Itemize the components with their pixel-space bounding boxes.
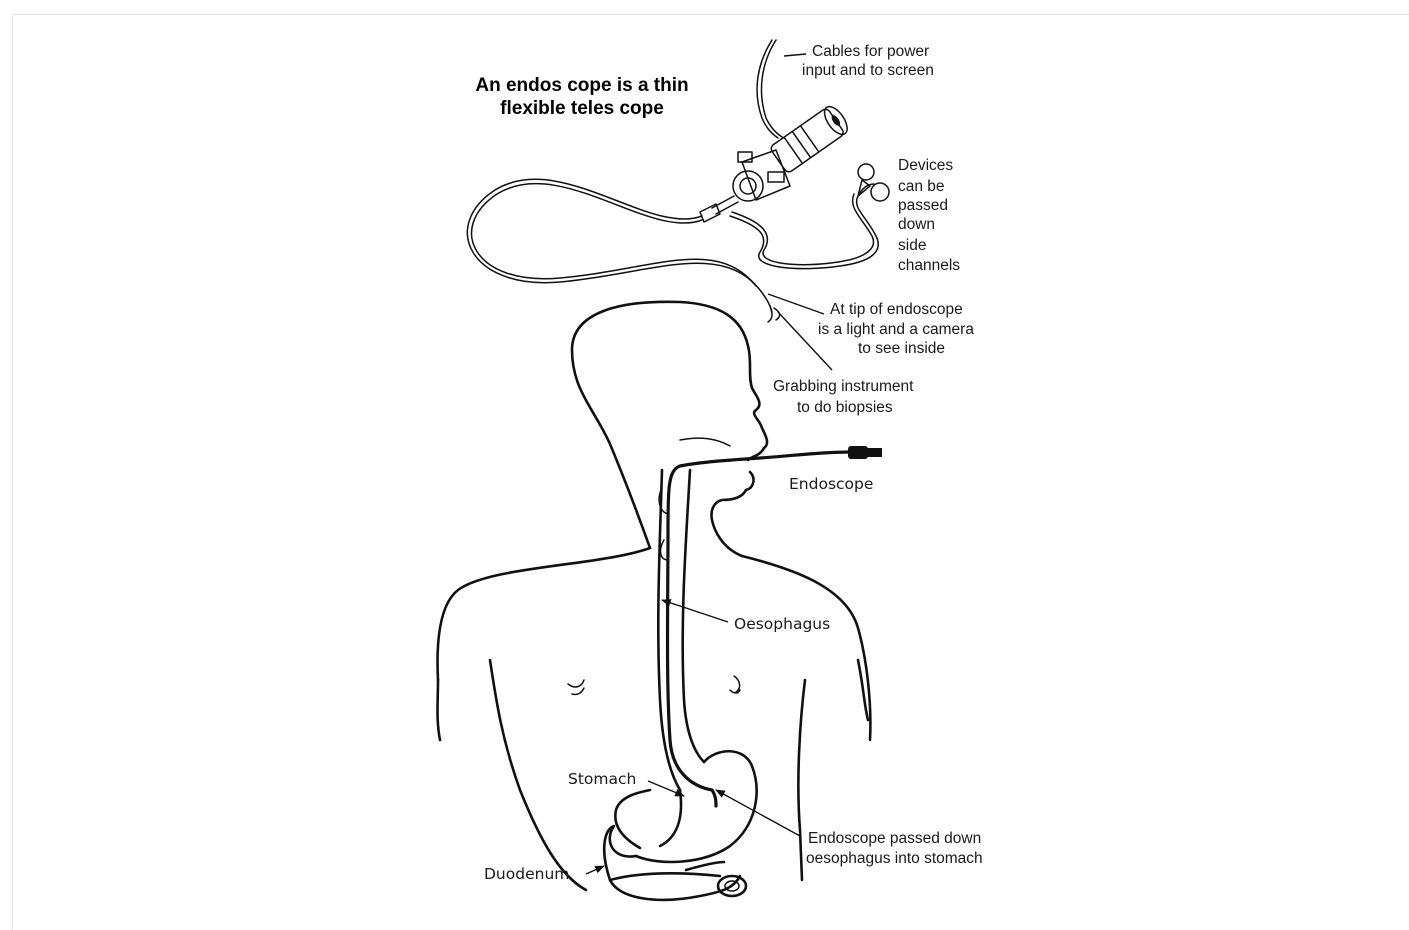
label-stomach: Stomach (568, 770, 636, 788)
digestive-tract (604, 470, 756, 900)
label-cables-line-1: Cables for power (812, 43, 929, 60)
label-devices-line-5: side (898, 237, 926, 254)
label-endoscope: Endoscope (789, 475, 873, 493)
label-passed-line-1: Endoscope passed down (808, 830, 981, 847)
label-devices-line-1: Devices (898, 157, 953, 174)
label-devices-line-4: down (898, 216, 935, 233)
label-cables-line-2: input and to screen (802, 62, 934, 79)
leader-lines (586, 54, 832, 874)
title-line-2: flexible teles cope (500, 98, 664, 119)
label-oesophagus: Oesophagus (734, 615, 830, 633)
label-devices-line-6: channels (898, 257, 960, 274)
label-devices-line-3: passed (898, 197, 948, 214)
label-grabbing-line-2: to do biopsies (797, 399, 893, 416)
label-tip-line-3: to see inside (858, 340, 945, 357)
label-passed-line-2: oesophagus into stomach (806, 850, 983, 867)
title-line-1: An endos cope is a thin (475, 75, 688, 96)
label-tip-line-1: At tip of endoscope (830, 301, 963, 318)
label-grabbing-line-1: Grabbing instrument (773, 378, 914, 395)
label-devices-line-2: can be (898, 178, 945, 195)
label-duodenum: Duodenum (484, 865, 569, 883)
label-tip-line-2: is a light and a camera (818, 321, 974, 338)
